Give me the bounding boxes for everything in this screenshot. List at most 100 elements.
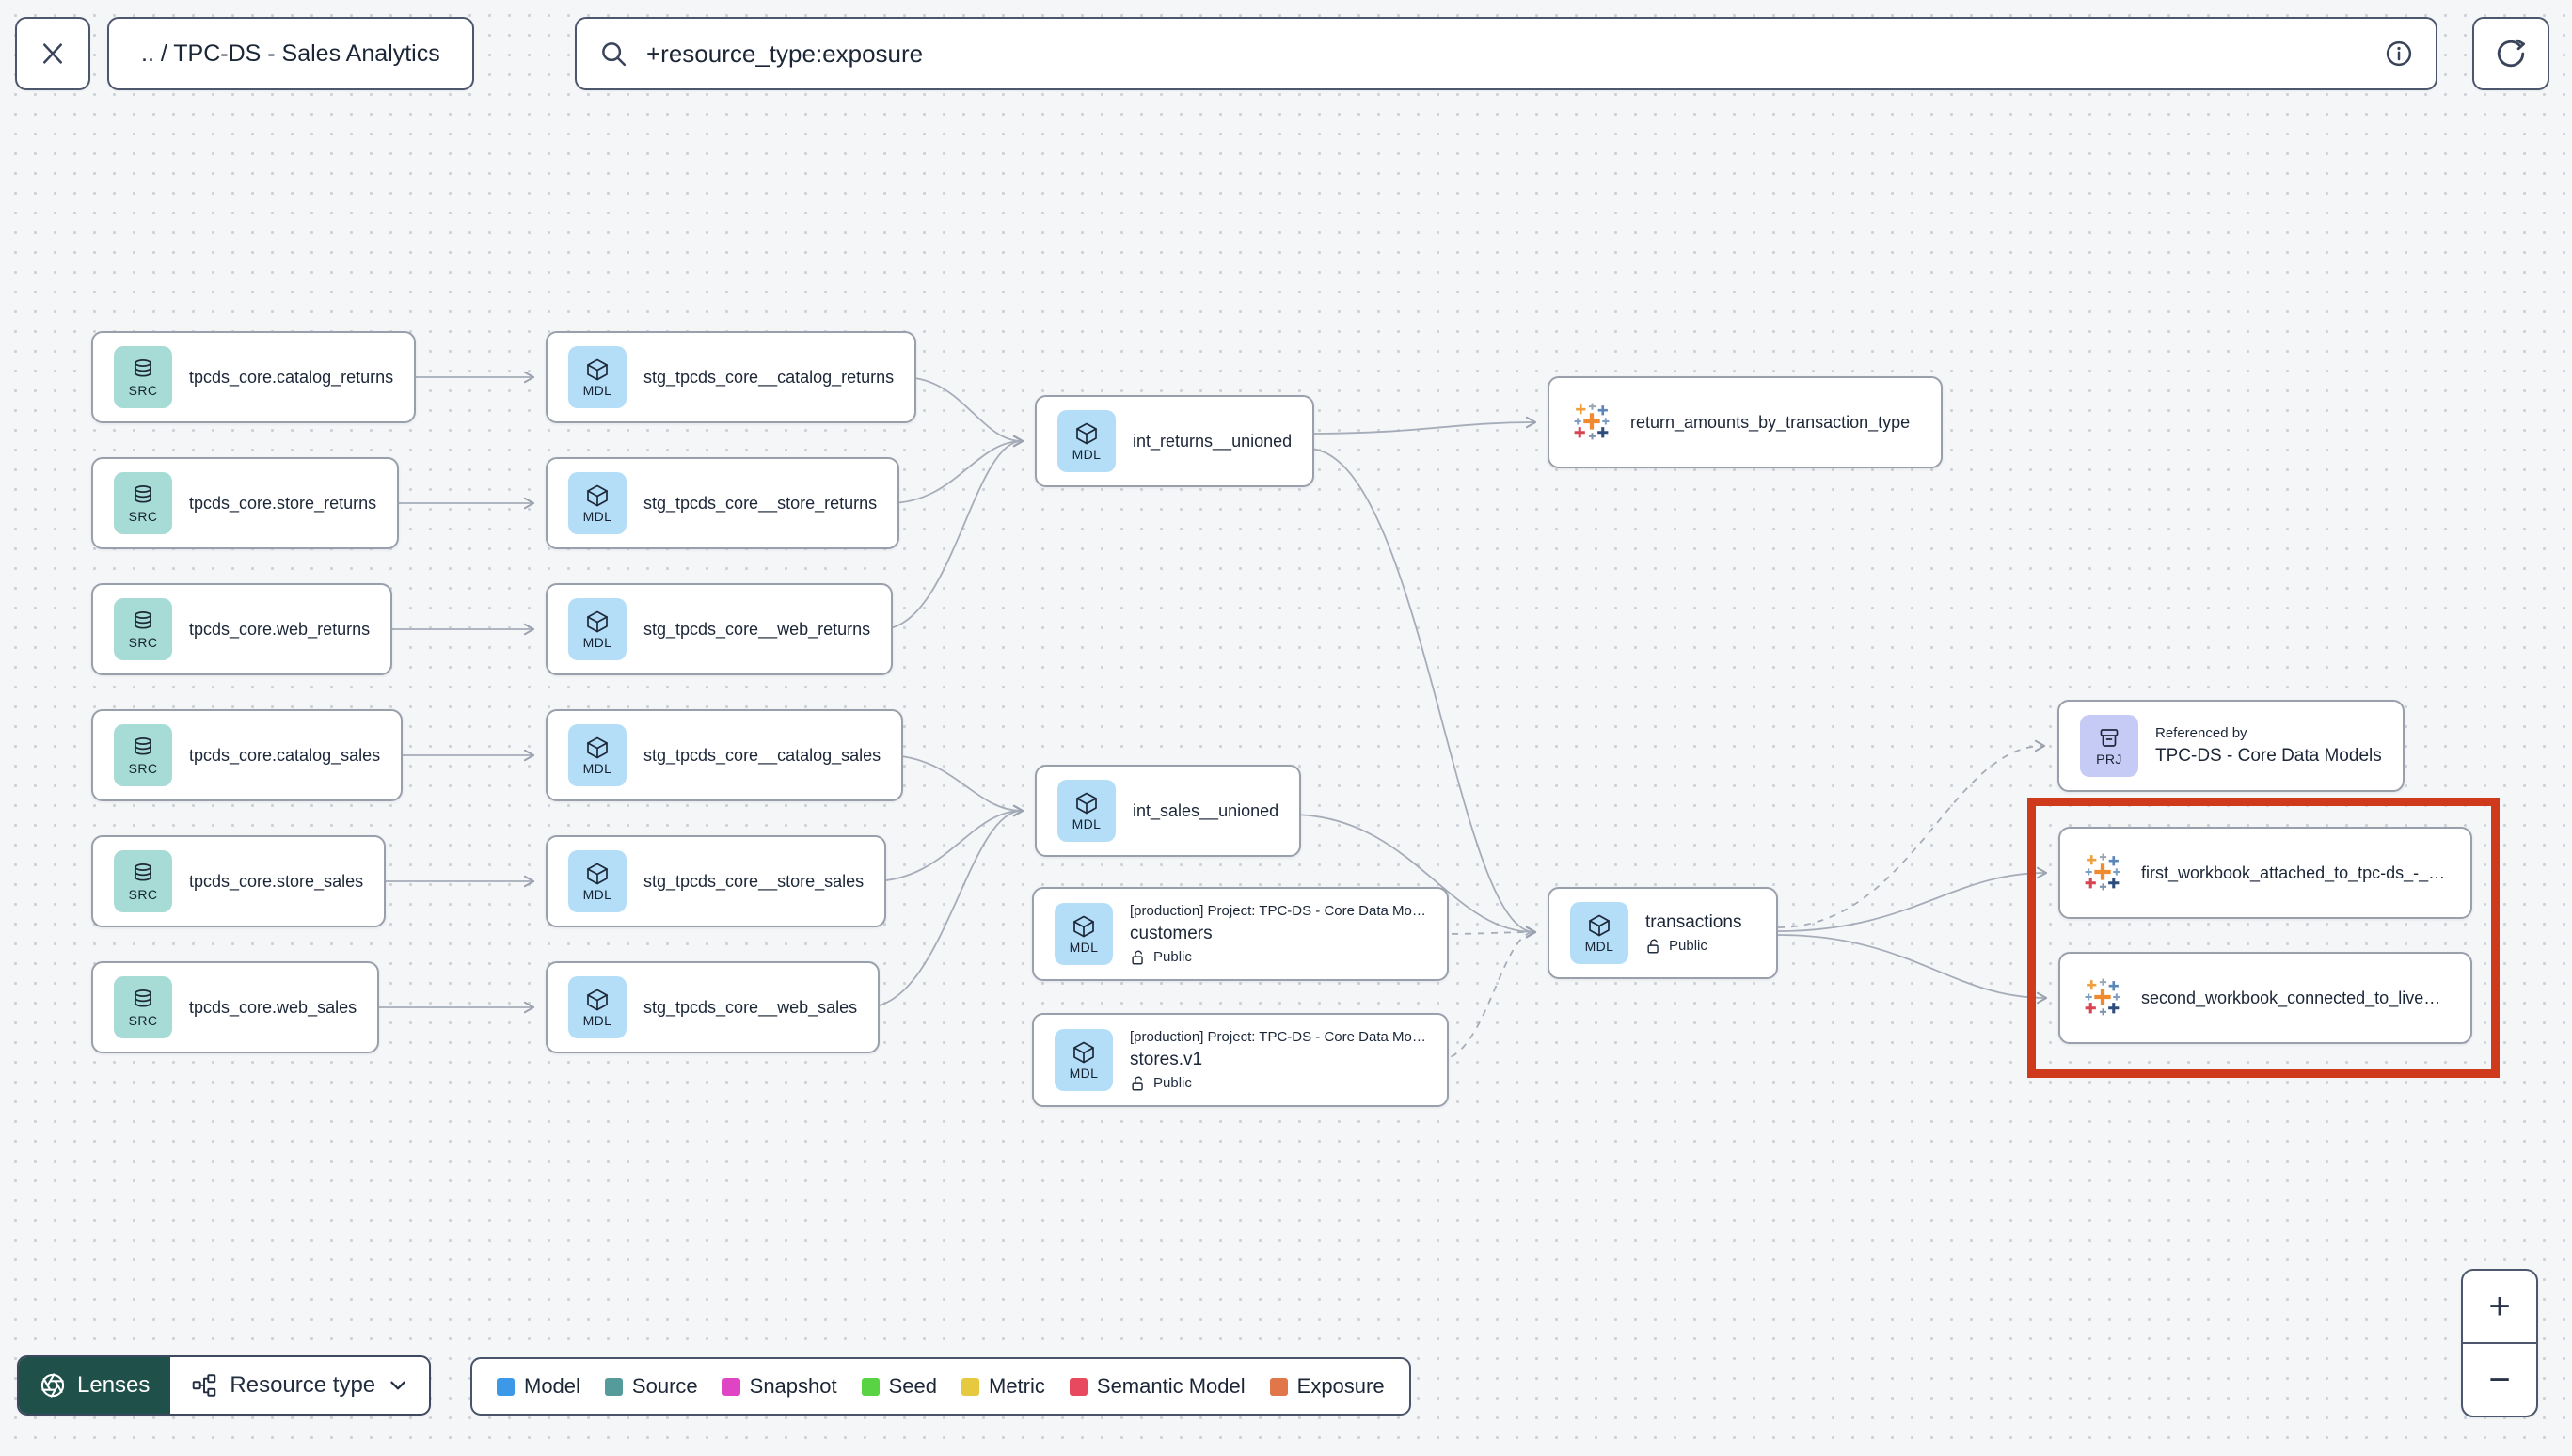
zoom-out-button[interactable]: − <box>2463 1342 2536 1416</box>
chip-label: SRC <box>128 886 158 902</box>
resource-type-chip: MDL <box>1055 903 1113 965</box>
legend-label: Metric <box>989 1374 1045 1398</box>
lineage-edge <box>871 804 1024 882</box>
node-project-line: [production] Project: TPC-DS - Core Data… <box>1130 902 1426 919</box>
lineage-edge <box>902 376 1024 448</box>
resource-type-chip: MDL <box>1057 780 1116 842</box>
resource-type-chip: MDL <box>1057 410 1116 472</box>
refresh-button[interactable] <box>2472 17 2549 90</box>
unlock-icon <box>1132 950 1143 964</box>
close-icon <box>43 43 62 64</box>
node-prj_core[interactable]: PRJ Referenced by TPC-DS - Core Data Mod… <box>2057 700 2405 792</box>
lineage-edge <box>1437 926 1537 939</box>
database-icon <box>135 358 151 377</box>
cube-icon <box>587 736 608 758</box>
resource-type-legend: Model Source Snapshot Seed Metric Semant… <box>470 1357 1411 1416</box>
search-bar[interactable] <box>575 17 2437 90</box>
lineage-edge <box>888 435 1024 504</box>
resource-type-chip: MDL <box>568 346 627 408</box>
node-stg_web_sales[interactable]: MDL stg_tpcds_core__web_sales <box>546 961 881 1053</box>
node-title: tpcds_core.web_sales <box>189 997 357 1017</box>
cube-icon <box>1073 915 1094 937</box>
chip-label: SRC <box>128 508 158 524</box>
lineage-edge <box>1290 814 1537 939</box>
legend-label: Source <box>631 1374 698 1398</box>
node-stg_store_returns[interactable]: MDL stg_tpcds_core__store_returns <box>546 457 900 549</box>
legend-item: Metric <box>961 1374 1045 1399</box>
chip-label: MDL <box>1069 939 1099 955</box>
node-exp_return_amounts[interactable]: return_amounts_by_transaction_type <box>1548 376 1943 468</box>
cube-icon <box>587 358 608 380</box>
legend-swatch <box>861 1377 880 1396</box>
lineage-edge <box>1437 926 1537 1061</box>
resource-type-chip: SRC <box>114 724 172 786</box>
node-int_returns[interactable]: MDL int_returns__unioned <box>1035 395 1315 487</box>
chip-label: MDL <box>582 382 612 398</box>
legend-swatch <box>604 1377 623 1396</box>
node-stg_catalog_returns[interactable]: MDL stg_tpcds_core__catalog_returns <box>546 331 917 423</box>
chip-label: PRJ <box>2096 751 2122 767</box>
node-visibility: Public <box>1153 1075 1192 1091</box>
lenses-label: Lenses <box>77 1372 151 1398</box>
node-stg_store_sales[interactable]: MDL stg_tpcds_core__store_sales <box>546 835 887 927</box>
cube-icon <box>587 989 608 1010</box>
resource-type-dropdown[interactable]: Resource type <box>170 1357 429 1414</box>
node-title: second_workbook_connected_to_live… <box>2141 988 2441 1007</box>
hierarchy-icon <box>193 1374 216 1397</box>
node-title: tpcds_core.store_returns <box>189 493 377 513</box>
tableau-icon <box>2085 853 2120 891</box>
node-subtitle: Referenced by <box>2155 725 2247 741</box>
resource-type-chip: MDL <box>1055 1029 1113 1091</box>
lineage-edge <box>865 804 1024 1008</box>
node-src_store_returns[interactable]: SRC tpcds_core.store_returns <box>91 457 400 549</box>
node-src_catalog_sales[interactable]: SRC tpcds_core.catalog_sales <box>91 709 404 801</box>
zoom-in-button[interactable]: + <box>2488 1285 2511 1327</box>
legend-swatch <box>497 1377 515 1396</box>
cube-icon <box>587 863 608 884</box>
node-title: customers <box>1130 923 1213 943</box>
node-stores[interactable]: MDL [production] Project: TPC-DS - Core … <box>1032 1013 1449 1107</box>
close-button[interactable] <box>15 17 90 90</box>
database-icon <box>135 736 151 755</box>
node-wb_first[interactable]: first_workbook_attached_to_tpc-ds_-_… <box>2058 827 2472 919</box>
chip-label: SRC <box>128 1012 158 1028</box>
chip-label: MDL <box>1584 938 1614 954</box>
node-title: tpcds_core.catalog_sales <box>189 745 381 765</box>
unlock-icon <box>1647 939 1659 953</box>
legend-label: Model <box>524 1374 580 1398</box>
node-stg_web_returns[interactable]: MDL stg_tpcds_core__web_returns <box>546 583 894 675</box>
cube-icon <box>1076 422 1097 444</box>
breadcrumb[interactable]: .. / TPC-DS - Sales Analytics <box>107 17 474 90</box>
search-input[interactable] <box>644 38 2368 70</box>
node-title: stg_tpcds_core__catalog_returns <box>643 367 895 387</box>
cube-icon <box>1076 792 1097 814</box>
resource-type-chip: PRJ <box>2080 715 2138 777</box>
node-src_store_sales[interactable]: SRC tpcds_core.store_sales <box>91 835 387 927</box>
chip-label: MDL <box>582 508 612 524</box>
chip-label: MDL <box>582 760 612 776</box>
node-wb_second[interactable]: second_workbook_connected_to_live… <box>2058 952 2472 1044</box>
node-stg_catalog_sales[interactable]: MDL stg_tpcds_core__catalog_sales <box>546 709 904 801</box>
info-icon[interactable] <box>2385 40 2413 68</box>
legend-item: Snapshot <box>722 1374 837 1399</box>
cube-icon <box>1589 914 1610 936</box>
node-int_sales[interactable]: MDL int_sales__unioned <box>1035 765 1302 857</box>
aperture-icon <box>40 1373 65 1398</box>
lineage-edge <box>1307 448 1537 939</box>
lenses-button[interactable]: Lenses <box>19 1357 171 1414</box>
chip-label: SRC <box>128 634 158 650</box>
node-src_catalog_returns[interactable]: SRC tpcds_core.catalog_returns <box>91 331 417 423</box>
node-src_web_sales[interactable]: SRC tpcds_core.web_sales <box>91 961 380 1053</box>
node-src_web_returns[interactable]: SRC tpcds_core.web_returns <box>91 583 393 675</box>
node-title: stores.v1 <box>1130 1049 1203 1069</box>
cube-icon <box>1073 1041 1094 1063</box>
node-transactions[interactable]: MDL transactions Public <box>1548 887 1778 979</box>
node-customers[interactable]: MDL [production] Project: TPC-DS - Core … <box>1032 887 1449 981</box>
lineage-edge <box>1777 739 2046 928</box>
resource-type-chip: MDL <box>568 724 627 786</box>
chip-label: MDL <box>1072 446 1102 462</box>
legend-item: Semantic Model <box>1069 1374 1246 1399</box>
legend-swatch <box>961 1377 979 1396</box>
node-title: transactions <box>1645 911 1742 932</box>
